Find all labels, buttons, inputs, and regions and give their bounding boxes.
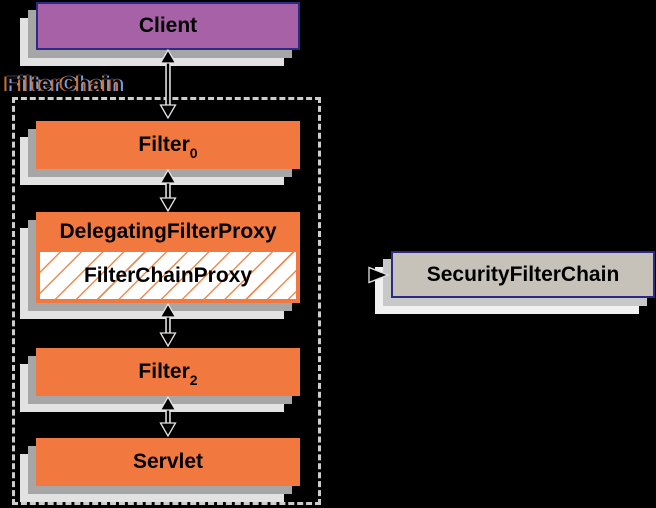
arrowhead-down: [159, 104, 177, 120]
arrowhead-down: [159, 422, 177, 438]
filterchain-group-label: FilterChain: [5, 72, 123, 96]
edge-filter2-servlet: [159, 395, 177, 438]
client-label: Client: [138, 14, 198, 37]
arrowhead-up: [159, 168, 177, 184]
arrowhead-down: [159, 332, 177, 348]
edge-dfp-filter2: [159, 302, 177, 348]
arrowhead-up: [159, 48, 177, 64]
arrowhead-down: [159, 197, 177, 213]
filter0-label: Filter0: [138, 133, 198, 162]
filter2-subscript: 2: [189, 372, 198, 389]
arrowhead-up: [159, 395, 177, 411]
security-filter-chain-box: SecurityFilterChain: [391, 251, 655, 298]
servlet-label: Servlet: [132, 450, 204, 473]
arrowhead-up: [159, 302, 177, 318]
arrowhead-right: [368, 266, 390, 284]
security-filter-chain-label: SecurityFilterChain: [426, 262, 620, 286]
servlet-box: Servlet: [36, 438, 300, 486]
filter0-box: Filter0: [36, 121, 300, 169]
client-box: Client: [36, 2, 300, 50]
filter-chain-proxy-label: FilterChainProxy: [83, 263, 253, 287]
edge-client-filter0: [159, 48, 177, 120]
filter2-box: Filter2: [36, 348, 300, 396]
edge-fcp-sfc: [368, 266, 390, 284]
filter2-label: Filter2: [138, 360, 198, 389]
filter0-subscript: 0: [189, 145, 198, 162]
delegating-filter-proxy-label: DelegatingFilterProxy: [59, 220, 277, 243]
filter-chain-proxy-box: FilterChainProxy: [40, 252, 296, 299]
delegating-filter-proxy-box: DelegatingFilterProxy FilterChainProxy: [36, 212, 300, 303]
edge-filter0-dfp: [159, 168, 177, 213]
